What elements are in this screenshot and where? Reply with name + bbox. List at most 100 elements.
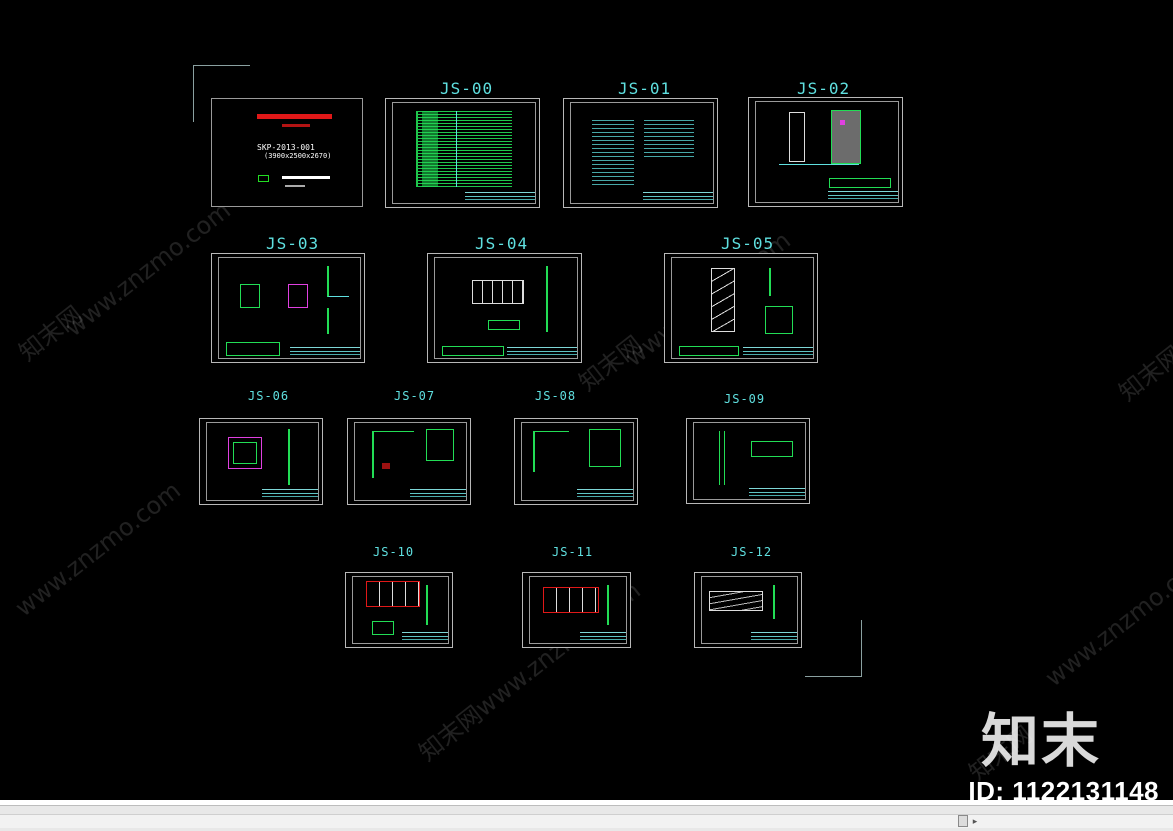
title-block	[580, 632, 626, 643]
sheet-js12[interactable]	[694, 572, 802, 648]
drawing-index-column	[422, 111, 438, 187]
cover-code: SKP-2013-001	[257, 143, 315, 152]
sheet-label-js03: JS-03	[266, 234, 320, 253]
sheet-frame	[354, 422, 467, 501]
cover-info-bar	[282, 176, 330, 179]
sheet-frame	[352, 576, 449, 644]
elevation-base	[488, 320, 520, 330]
title-block	[402, 632, 448, 643]
legend-table	[679, 346, 739, 356]
legend-table	[442, 346, 504, 356]
base-detail	[372, 621, 394, 635]
section-detail	[288, 429, 308, 485]
sheet-js01[interactable]	[563, 98, 718, 208]
wall-section	[719, 431, 725, 485]
elevation-panel-left	[789, 112, 805, 162]
sheet-frame	[218, 257, 361, 359]
title-block	[577, 489, 633, 500]
sheet-label-js11: JS-11	[552, 545, 594, 559]
plan-room-inner	[233, 442, 257, 464]
cover-size: (3900x2500x2670)	[264, 152, 332, 160]
sheet-cover[interactable]: SKP-2013-001 (3900x2500x2670)	[211, 98, 363, 207]
sheet-label-js09: JS-09	[724, 392, 766, 406]
sheet-label-js04: JS-04	[475, 234, 529, 253]
title-block	[290, 347, 360, 358]
side-detail	[773, 585, 791, 619]
sheet-frame	[434, 257, 578, 359]
sheet-frame	[693, 422, 806, 500]
cover-subtitle-bar	[282, 124, 310, 127]
sheet-js10[interactable]	[345, 572, 453, 648]
sheet-js09[interactable]	[686, 418, 810, 504]
sheet-label-js05: JS-05	[721, 234, 775, 253]
sheet-frame	[392, 102, 536, 204]
detail-right	[426, 429, 454, 461]
brand-logo: 知末	[980, 707, 1101, 775]
sheet-js00[interactable]	[385, 98, 540, 208]
scroll-right-icon[interactable]: ▸	[972, 816, 978, 826]
sheet-js08[interactable]	[514, 418, 638, 505]
section-detail-upper	[769, 268, 793, 296]
sheet-label-js01: JS-01	[618, 79, 672, 98]
elevation-bays	[472, 280, 524, 304]
elevation-bays	[366, 581, 420, 607]
elevation-stair	[711, 268, 735, 332]
dimension-lines	[779, 164, 859, 165]
sheet-js07[interactable]	[347, 418, 471, 505]
elevation-marker	[840, 120, 845, 125]
drawing-index-divider	[456, 111, 457, 187]
sheet-frame	[529, 576, 627, 644]
watermark-url: www.znzmo.com	[60, 196, 236, 343]
sheet-label-js00: JS-00	[440, 79, 494, 98]
detail-left	[372, 431, 414, 478]
layout-corner-top-left	[193, 65, 250, 122]
hatched-panel	[709, 591, 763, 611]
detail-left	[533, 431, 569, 472]
title-block	[643, 192, 713, 203]
command-line[interactable]	[0, 800, 1173, 805]
watermark-cn: 知末网	[1113, 340, 1173, 407]
title-block	[410, 489, 466, 500]
title-block	[828, 191, 898, 202]
cover-title-bar	[257, 114, 332, 119]
sheet-label-js02: JS-02	[797, 79, 851, 98]
cover-footer-line	[285, 185, 305, 187]
sheet-frame	[521, 422, 634, 501]
title-block	[751, 632, 797, 643]
plan-room	[228, 437, 262, 469]
title-block	[507, 347, 577, 358]
detail-right	[589, 429, 621, 467]
sheet-label-js10: JS-10	[373, 545, 415, 559]
horizontal-scrollbar[interactable]: ▸	[0, 805, 1173, 831]
sheet-frame	[671, 257, 814, 359]
sheet-js06[interactable]	[199, 418, 323, 505]
title-block	[262, 489, 318, 500]
design-notes-left	[592, 117, 634, 185]
watermark-url: www.znzmo.com	[1040, 546, 1173, 693]
sheet-label-js12: JS-12	[731, 545, 773, 559]
sheet-frame	[570, 102, 714, 204]
section-detail	[546, 266, 570, 332]
floor-detail	[751, 441, 793, 457]
asset-id: ID: 1122131148	[968, 776, 1159, 800]
design-notes-right	[644, 117, 694, 157]
plan-room-left	[240, 284, 260, 308]
drawing-canvas[interactable]: 知末网 www.znzmo.com www.znzmo.com 知末网 www.…	[0, 0, 1173, 800]
sheet-label-js07: JS-07	[394, 389, 436, 403]
sheet-js11[interactable]	[522, 572, 631, 648]
scroll-track[interactable]	[0, 814, 1173, 828]
scroll-thumb[interactable]	[958, 815, 968, 827]
title-block	[743, 347, 813, 358]
sheet-label-js08: JS-08	[535, 389, 577, 403]
sheet-js02[interactable]	[748, 97, 903, 207]
section-detail	[327, 266, 349, 297]
sheet-js04[interactable]	[427, 253, 582, 363]
sheet-frame	[701, 576, 798, 644]
title-block	[749, 488, 805, 499]
sheet-js05[interactable]	[664, 253, 818, 363]
detail-marker	[382, 463, 390, 469]
sheet-frame	[755, 101, 899, 203]
layout-corner-bottom-right	[805, 620, 862, 677]
sheet-js03[interactable]	[211, 253, 365, 363]
sheet-frame	[206, 422, 319, 501]
